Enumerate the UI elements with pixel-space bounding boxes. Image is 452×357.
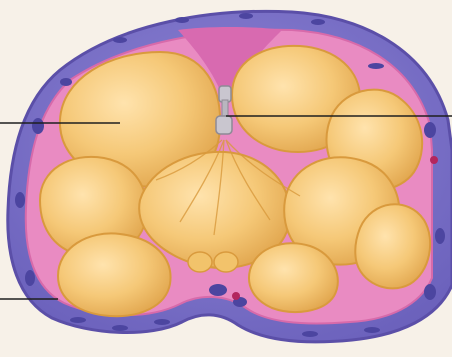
cell-nucleus-icon: [424, 122, 436, 138]
cell-nucleus-icon: [175, 17, 189, 23]
cell-nucleus-icon: [364, 327, 380, 333]
cell-nucleus-icon: [113, 37, 127, 43]
cell-nucleus-icon: [239, 13, 253, 19]
red-cell-icon: [430, 156, 438, 164]
cell-nucleus-icon: [32, 118, 44, 134]
cell-nucleus-icon: [70, 317, 86, 323]
cell-nucleus-icon: [60, 78, 72, 86]
cell-nucleus-icon: [25, 270, 35, 286]
cell-nucleus-icon: [435, 228, 445, 244]
red-cell-icon: [232, 292, 240, 300]
lobule-right-lower: [355, 204, 430, 288]
cell-nucleus-icon: [154, 319, 170, 325]
lobule-bottom-center: [249, 243, 338, 312]
cell-nucleus-icon: [302, 331, 318, 337]
cell-nucleus-icon: [209, 284, 227, 296]
cell-nucleus-icon: [15, 192, 25, 208]
cell-nucleus-icon: [368, 63, 384, 69]
cell-nucleus-icon: [112, 325, 128, 331]
lobule-bottom-left: [58, 233, 171, 316]
cell-nucleus-icon: [424, 284, 436, 300]
cell-nucleus-icon: [311, 19, 325, 25]
